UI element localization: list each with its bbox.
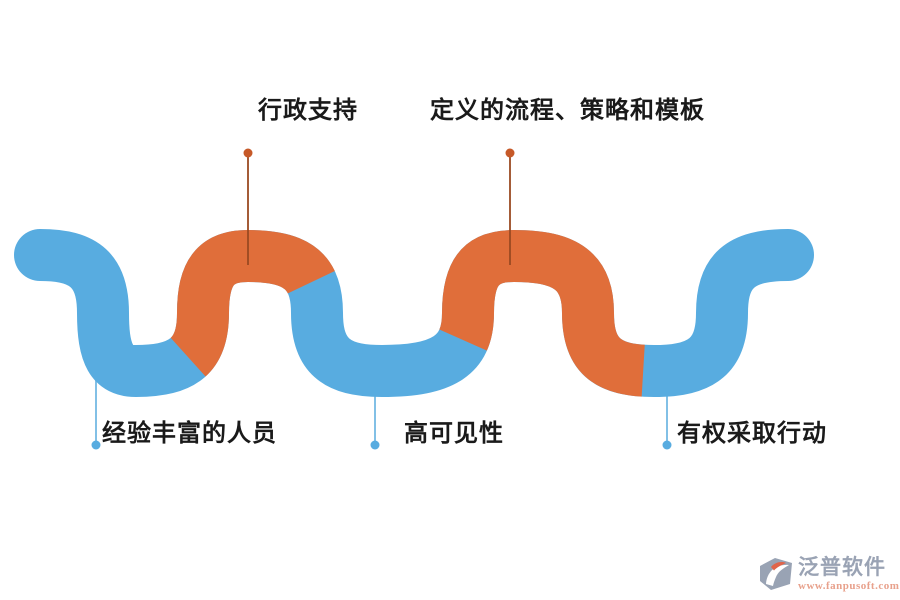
label-authority-to-act: 有权采取行动 [677, 420, 827, 447]
dot-admin-support [243, 148, 253, 158]
marker-dots [91, 148, 672, 450]
fanpu-logo-icon [760, 557, 792, 590]
dot-processes [505, 148, 515, 158]
brand-url: www.fanpusoft.com [798, 580, 900, 592]
label-defined-processes: 定义的流程、策略和模板 [430, 97, 705, 124]
top-marker-lines [247, 155, 511, 265]
wave-path-blue [14, 229, 814, 398]
label-experienced-staff: 经验丰富的人员 [102, 420, 277, 447]
brand-name: 泛普软件 [798, 555, 886, 579]
dot-experienced [91, 440, 101, 450]
dot-authority [662, 440, 672, 450]
dot-visibility [370, 440, 380, 450]
label-admin-support: 行政支持 [258, 97, 358, 124]
watermark: 泛普软件 www.fanpusoft.com [758, 556, 899, 592]
label-high-visibility: 高可见性 [404, 420, 504, 447]
